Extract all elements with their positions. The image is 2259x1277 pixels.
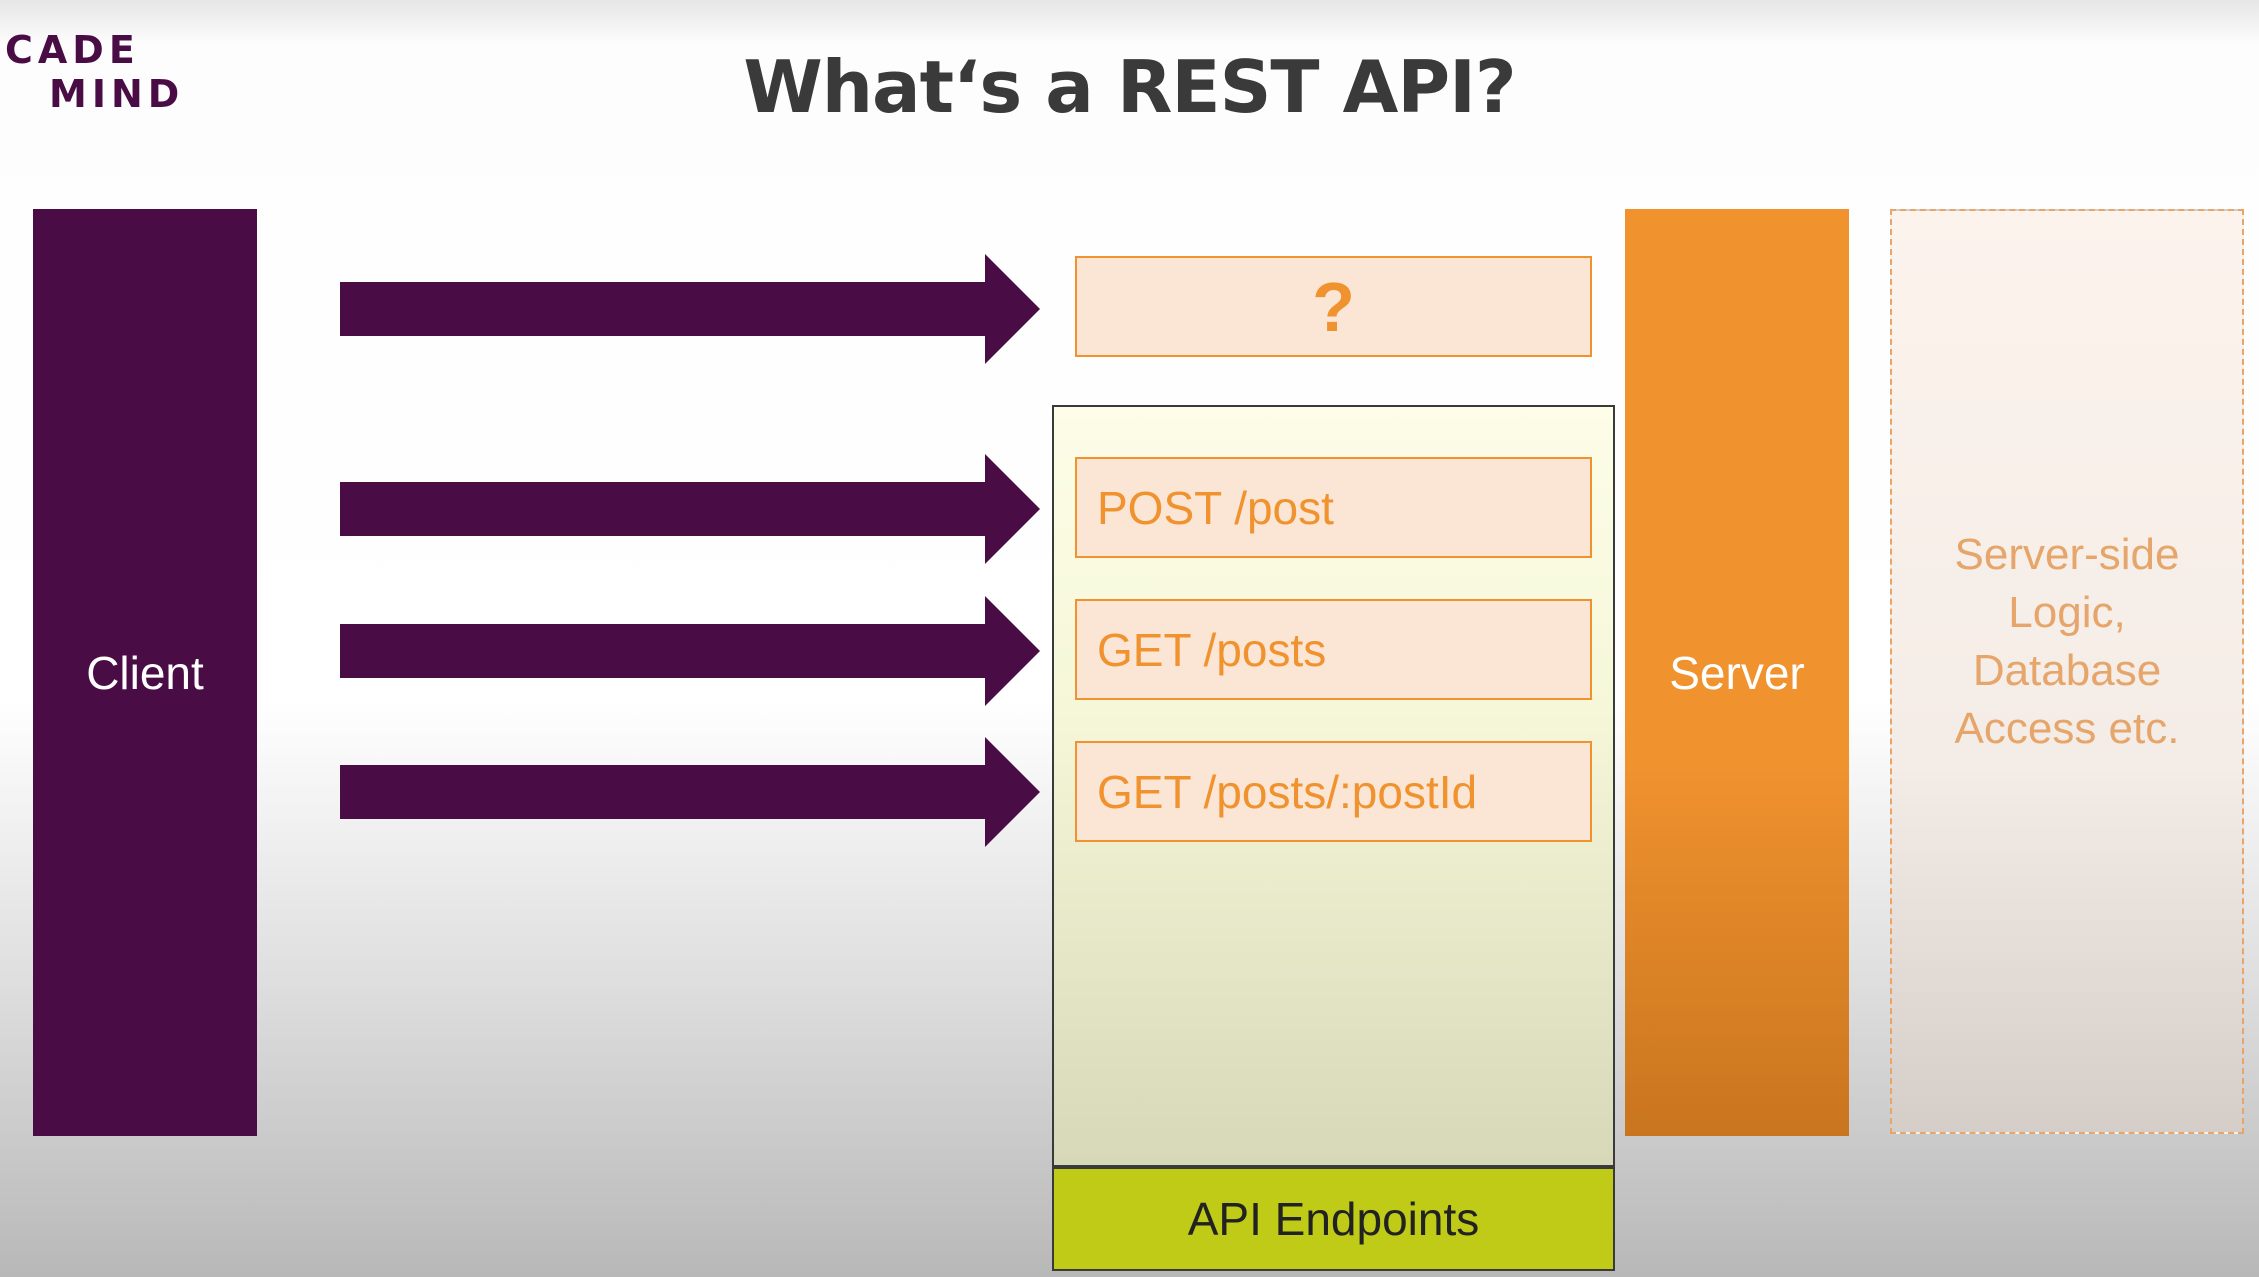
client-label: Client xyxy=(86,646,204,699)
endpoint-label: GET /posts xyxy=(1097,623,1327,676)
endpoint-get-posts: GET /posts xyxy=(1075,599,1592,700)
request-arrow-3 xyxy=(340,596,1040,706)
request-arrow-4 xyxy=(340,737,1040,847)
cademind-logo: CADE MIND xyxy=(5,28,184,116)
request-arrow-1 xyxy=(340,254,1040,364)
server-block: Server xyxy=(1625,209,1849,1136)
server-side-logic-box: Server-side Logic, Database Access etc. xyxy=(1890,209,2244,1134)
server-label: Server xyxy=(1669,646,1805,699)
slide-title: What‘s a REST API? xyxy=(743,45,1516,129)
logo-line-2: MIND xyxy=(49,72,185,116)
endpoint-get-post-by-id: GET /posts/:postId xyxy=(1075,741,1592,842)
api-endpoints-label-text: API Endpoints xyxy=(1187,1193,1480,1245)
endpoint-label: POST /post xyxy=(1097,481,1334,534)
question-mark: ? xyxy=(1312,267,1355,346)
client-block: Client xyxy=(33,209,257,1136)
server-side-logic-text: Server-side Logic, Database Access etc. xyxy=(1954,529,2180,753)
request-arrow-2 xyxy=(340,454,1040,564)
api-endpoints-label: API Endpoints xyxy=(1052,1167,1615,1271)
logo-line-1: CADE xyxy=(5,28,140,72)
endpoint-label: GET /posts/:postId xyxy=(1097,765,1478,818)
unknown-endpoint-box: ? xyxy=(1075,256,1592,357)
endpoint-post-post: POST /post xyxy=(1075,457,1592,558)
